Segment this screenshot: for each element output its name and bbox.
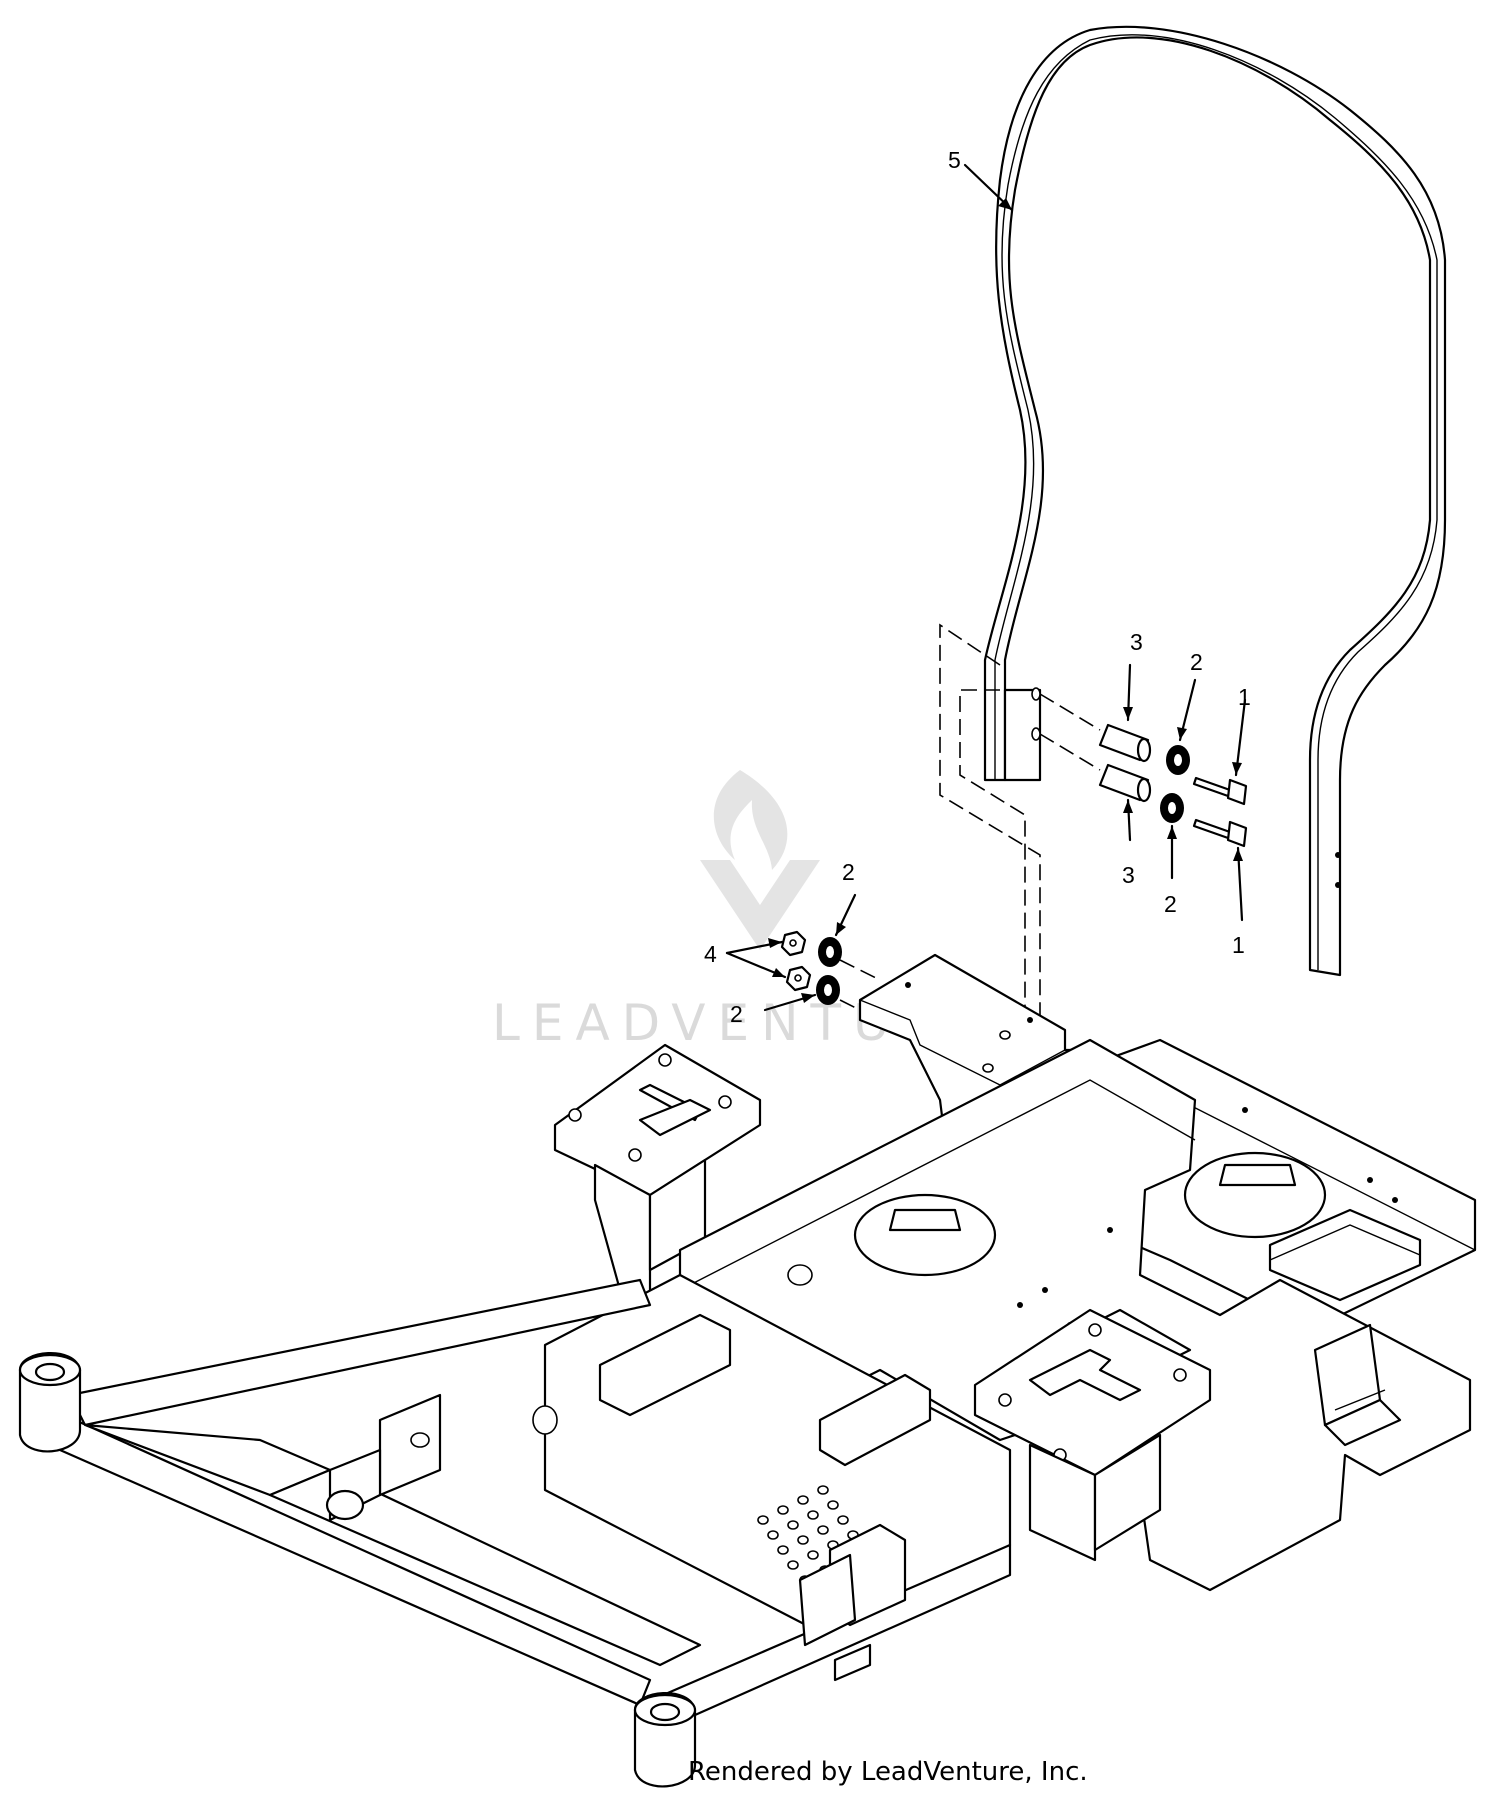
v-logo-icon bbox=[700, 860, 820, 950]
nuts bbox=[780, 930, 812, 992]
rear-bumper-bracket bbox=[1313, 1323, 1402, 1447]
callout-3-lower: 3 bbox=[1122, 862, 1135, 888]
callout-4: 4 bbox=[704, 941, 717, 967]
washers bbox=[816, 745, 1190, 1005]
front-right-end-cap bbox=[633, 1691, 697, 1788]
roll-bar bbox=[983, 25, 1447, 977]
callout-3-upper: 3 bbox=[1130, 629, 1143, 655]
callout-1-lower: 1 bbox=[1232, 932, 1245, 958]
flame-logo-icon bbox=[713, 770, 788, 870]
rendered-by-credit: Rendered by LeadVenture, Inc. bbox=[688, 1757, 1088, 1787]
bolts bbox=[1192, 776, 1248, 848]
spacers bbox=[1098, 723, 1152, 803]
front-left-end-cap bbox=[18, 1351, 82, 1453]
callout-1-upper: 1 bbox=[1238, 684, 1251, 710]
callout-2-upper: 2 bbox=[1190, 649, 1203, 675]
callout-2-left-lower: 2 bbox=[730, 1001, 743, 1027]
callout-2-lower: 2 bbox=[1164, 891, 1177, 917]
callout-5: 5 bbox=[948, 147, 961, 173]
frame-right-plate bbox=[993, 1038, 1477, 1332]
callout-2-left-upper: 2 bbox=[842, 859, 855, 885]
callout-arrows bbox=[725, 163, 1247, 1012]
callout-labels: 5 3 2 1 3 2 1 2 4 2 bbox=[704, 147, 1251, 1027]
frame-right-seat-mount bbox=[973, 1308, 1212, 1562]
front-frame-rails bbox=[58, 1278, 1012, 1737]
